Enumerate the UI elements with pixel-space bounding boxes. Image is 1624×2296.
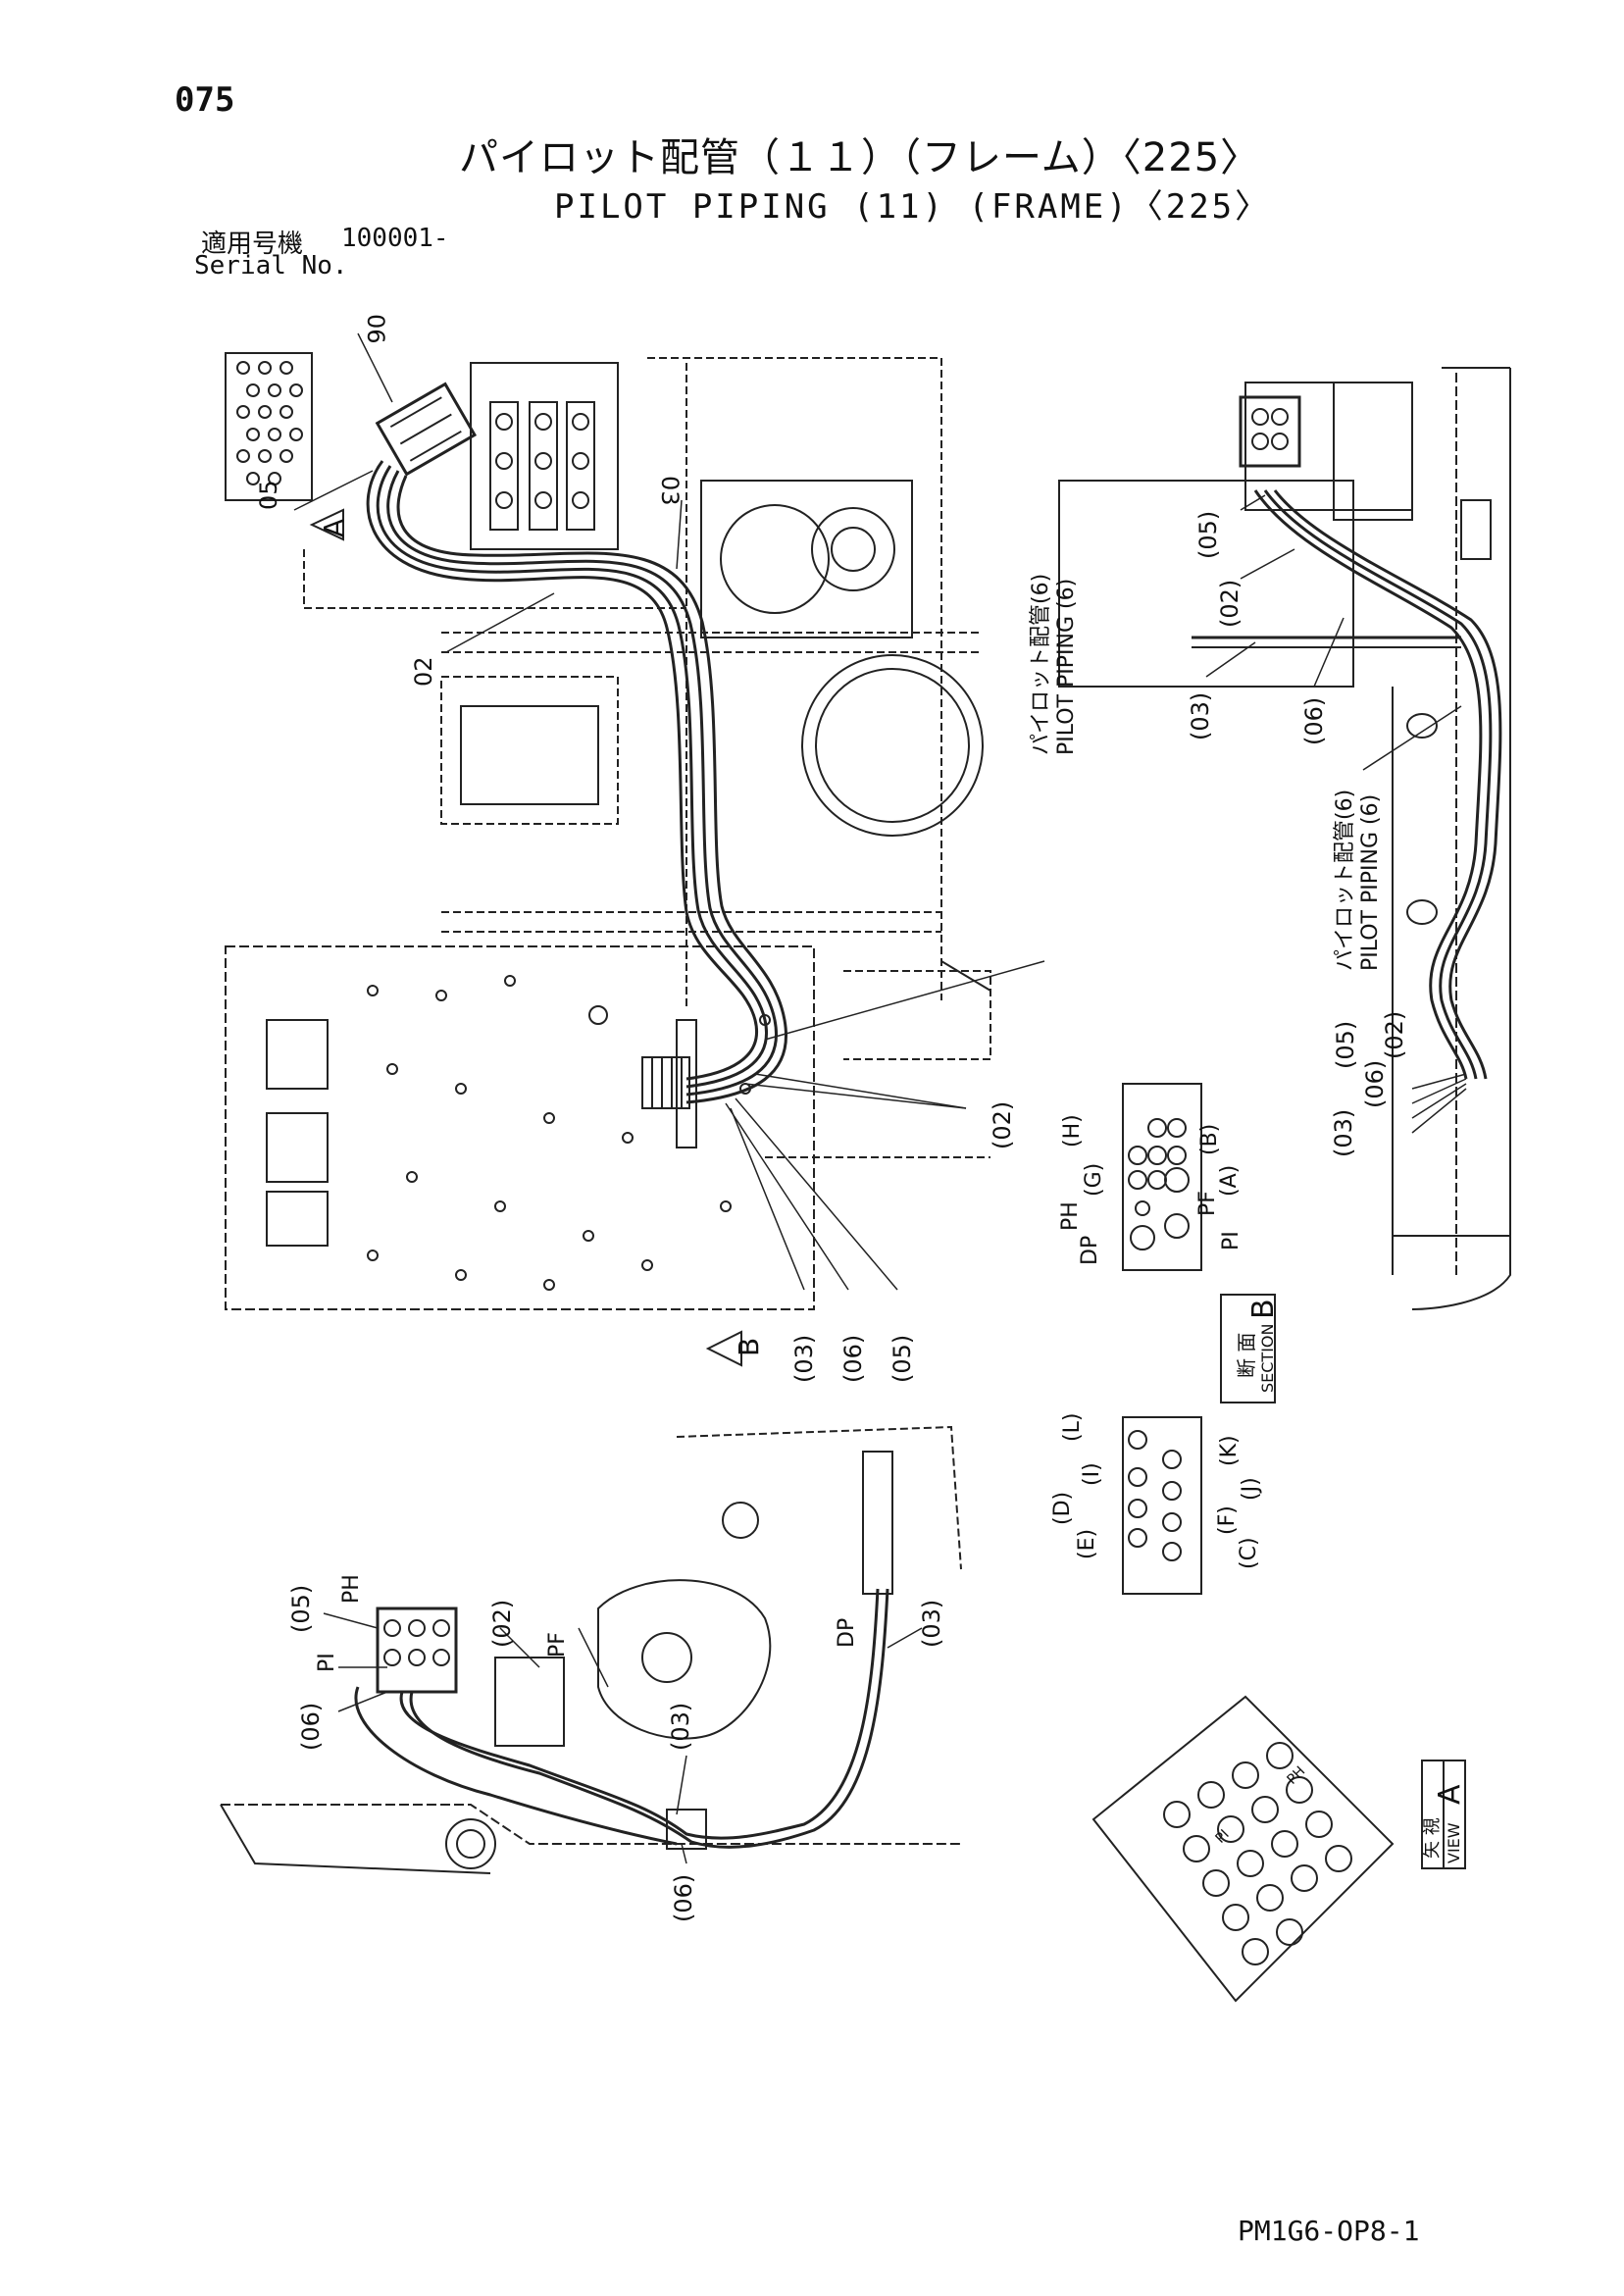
main-frame-view [225, 332, 1045, 1367]
callout-03-tr: (03) [1187, 692, 1214, 740]
serial-label-english: Serial No. [194, 251, 348, 281]
port-b-label: (B) [1197, 1124, 1222, 1155]
port-h-label: (H) [1060, 1114, 1085, 1148]
callout-02-tr2: (02) [1381, 1011, 1408, 1059]
callout-05-tr2: (05) [1332, 1021, 1359, 1069]
section-jp-label: 断 面 [1235, 1333, 1258, 1378]
port-j-label: (J) [1239, 1477, 1263, 1501]
callout-03-main: (03) [790, 1335, 818, 1383]
callout-06-bl-b: (06) [670, 1874, 697, 1922]
callout-06-tr: (06) [1300, 697, 1328, 745]
section-b-view [1122, 1083, 1276, 1595]
top-right-view [1058, 367, 1511, 1310]
callout-06-tr2: (06) [1361, 1060, 1389, 1108]
callout-05-bl: (05) [287, 1585, 315, 1633]
view-a-detail [1091, 1695, 1466, 2003]
port-d-label: (D) [1050, 1492, 1075, 1525]
port-a-label: (A) [1217, 1165, 1242, 1197]
view-a-letter: A [1433, 1784, 1467, 1805]
port-ph-label: PH [1058, 1201, 1083, 1231]
callout-02-tr: (02) [1216, 580, 1243, 628]
callout-03-tr2: (03) [1330, 1109, 1357, 1157]
section-en-label: SECTION [1258, 1324, 1277, 1394]
port-c-label: (C) [1237, 1537, 1261, 1569]
ref-pilot-piping-jp-2: パイロット配管(6) [1333, 790, 1357, 971]
callout-03-top: 03 [656, 476, 684, 506]
section-b-letter: B [1246, 1299, 1281, 1319]
port-f-label: (F) [1215, 1505, 1240, 1535]
port-g-label: (G) [1082, 1163, 1106, 1197]
port-ph-bl: PH [339, 1574, 364, 1604]
title-japanese: パイロット配管（１１）（フレーム）〈225〉 [459, 135, 1261, 180]
page-number: 075 [175, 80, 235, 120]
ref-pilot-piping-jp-1: パイロット配管(6) [1029, 574, 1053, 755]
title-english: PILOT PIPING (11) (FRAME)〈225〉 [554, 187, 1272, 227]
view-b-arrow-label: B [733, 1338, 765, 1356]
ref-pilot-piping-en-1: PILOT PIPING (6) [1054, 579, 1079, 755]
port-pf-bl: PF [545, 1632, 570, 1658]
port-pi-label: PI [1219, 1231, 1243, 1250]
callout-02-top: 02 [410, 656, 437, 687]
callout-06-main: (06) [839, 1335, 867, 1383]
callout-05-main: (05) [888, 1335, 916, 1383]
port-k-label: (K) [1217, 1435, 1242, 1466]
callout-02-main: (02) [989, 1101, 1016, 1149]
callout-03-bl-a: (03) [667, 1703, 694, 1751]
port-dp-bl: DP [835, 1618, 859, 1648]
serial-value: 100001- [341, 224, 449, 253]
bottom-left-view [220, 1425, 962, 1874]
view-en-label: VIEW [1445, 1822, 1463, 1863]
port-l-label: (L) [1060, 1413, 1085, 1442]
document-code: PM1G6-OP8-1 [1238, 2215, 1420, 2247]
callout-06-top: 06 [362, 314, 389, 344]
port-pf-label: PF [1195, 1191, 1220, 1216]
callout-05-top: 05 [255, 480, 282, 510]
port-pi-bl: PI [315, 1653, 339, 1672]
callout-06-bl: (06) [297, 1703, 325, 1751]
callout-03-bl-b: (03) [918, 1600, 945, 1648]
port-i-label: (I) [1080, 1462, 1104, 1486]
callout-02-bl: (02) [488, 1600, 516, 1648]
view-a-arrow-label: A [318, 519, 350, 537]
view-a-pi: PI [1213, 1827, 1233, 1847]
ref-pilot-piping-en-2: PILOT PIPING (6) [1358, 794, 1383, 971]
port-dp-label: DP [1078, 1236, 1102, 1265]
port-e-label: (E) [1075, 1529, 1099, 1559]
view-jp-label: 矢 視 [1422, 1817, 1443, 1859]
serial-label-japanese: 適用号機 [201, 230, 304, 259]
callout-05-tr: (05) [1194, 511, 1222, 559]
